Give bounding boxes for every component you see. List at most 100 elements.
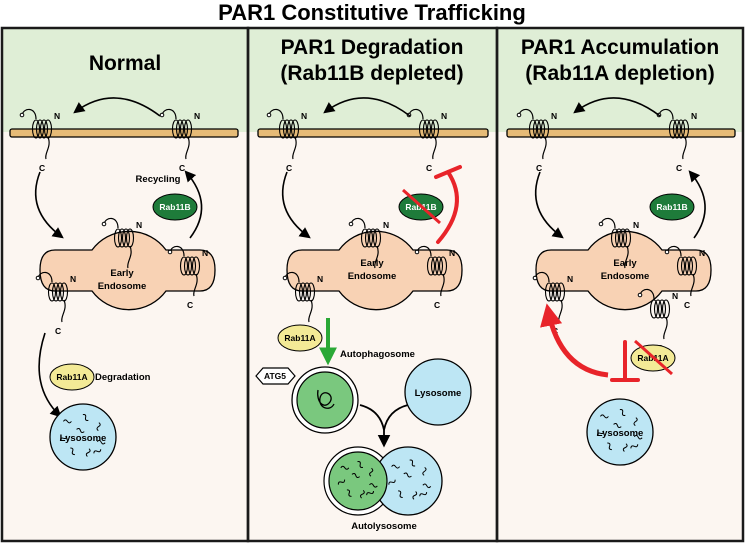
degraded-receptor-fragment [337, 479, 346, 485]
degraded-receptor-fragment [633, 417, 638, 426]
panel-2-autophagosome-cargo [317, 389, 335, 409]
panel-2-membrane-receptor-left: NC [266, 108, 307, 173]
panel-3-border [495, 26, 745, 543]
panel-1-internalization-arrow [34, 171, 64, 239]
degraded-receptor-fragment [351, 472, 360, 479]
degraded-receptor-fragment [96, 422, 101, 431]
panel-3-endosome-receptor-right-c-terminus: C [684, 300, 690, 310]
degraded-receptor-fragment [596, 430, 605, 436]
panel-3-endosome-receptor-left: NC [532, 271, 573, 336]
panel-1-extracellular [2, 28, 248, 132]
panel-2-endosome-label-line1: Early [360, 258, 384, 269]
panel-1-lysosome: Lysosome [49, 403, 117, 471]
degraded-receptor-fragment [70, 447, 75, 456]
panel-2-autophagosome [291, 366, 359, 434]
panel-3-lysosome: Lysosome [586, 398, 654, 466]
degraded-receptor-fragment [419, 492, 428, 497]
panel-1-endosome-receptor-top-n-terminus: N [136, 220, 142, 230]
panel-1-degradation-label: Degradation [95, 372, 151, 383]
degraded-receptor-fragment [422, 483, 432, 489]
panel-3-lysosome-fragments [596, 408, 643, 452]
panel-3-return-to-surface-arrow [540, 303, 609, 378]
panel-3-rab11a-cross-out [634, 339, 673, 376]
panel-3-title-line2: (Rab11A depletion) [525, 62, 714, 85]
degraded-receptor-fragment [340, 465, 350, 470]
panel-3-membrane-receptor-left-n-terminus: N [551, 111, 557, 121]
panel-1-endosome-receptor-right-c-terminus: C [187, 300, 193, 310]
panel-2-endosome-receptor-top: N [348, 217, 389, 269]
panel-1-endosome-receptor-right: NC [167, 245, 208, 310]
degraded-receptor-fragment [630, 444, 639, 449]
panel-2-autolysosome: Autolysosome [323, 446, 443, 532]
degraded-receptor-fragment [391, 464, 401, 469]
panel-2-endosome-receptor-top-n-terminus: N [383, 220, 389, 230]
degraded-receptor-fragment [403, 472, 412, 478]
panel-1-rab11b-label: Rab11B [159, 202, 190, 212]
panel-3-trafficking-arrows [534, 97, 706, 239]
degraded-receptor-fragment [76, 427, 85, 434]
panel-1-membrane-receptor-left-c-terminus: C [39, 163, 45, 173]
panel-1-endosome-receptor-left-n-terminus: N [70, 274, 76, 284]
panel-2-autophagosome-label: Autophagosome [340, 349, 415, 360]
panel-3-membrane-receptor-right-n-terminus: N [691, 111, 697, 121]
panel-1-lysosome-fragments [59, 413, 106, 457]
panel-1-endosome-label-line1: Early [110, 268, 134, 279]
panel-2-autolysosome-fragments-right [388, 459, 432, 500]
panel-1-membrane-receptor-right-c-terminus: C [179, 163, 185, 173]
panel-3-recycling-return-arrow [573, 97, 661, 117]
degraded-receptor-fragment [622, 443, 628, 452]
panel-1-endosome-receptor-left-c-terminus: C [55, 326, 61, 336]
panel-2-membrane-receptor-right-c-terminus: C [426, 163, 432, 173]
degraded-receptor-fragment [346, 489, 352, 497]
panel-2-title-line1: PAR1 Degradation [281, 36, 464, 59]
degraded-receptor-fragment [619, 408, 626, 417]
degraded-receptor-fragment [607, 442, 612, 451]
degraded-receptor-fragment [633, 434, 643, 440]
panel-2-membrane-receptor-left-c-terminus: C [286, 163, 292, 173]
degraded-receptor-fragment [409, 459, 416, 467]
degraded-receptor-fragment [62, 419, 72, 424]
panel-3-title-line1: PAR1 Accumulation [521, 36, 719, 59]
panel-2-atg5-badge: ATG5 [255, 367, 296, 385]
panel-2-endosome-receptor-right-n-terminus: N [449, 248, 455, 258]
degraded-receptor-fragment [96, 439, 106, 445]
panel-1-cytoplasm [2, 132, 248, 541]
figure-title: PAR1 Constitutive Trafficking [218, 0, 526, 25]
panel-1-membrane-receptor-left: NC [19, 108, 60, 173]
panel-2-extracellular [248, 28, 497, 132]
panel-2-atg5-label: ATG5 [264, 371, 286, 381]
panel-3-endosome-receptor-left-n-terminus: N [567, 274, 573, 284]
panel-2-internalization-arrow [281, 171, 311, 239]
panel-2-endosome-receptor-right: NC [414, 245, 455, 310]
degraded-receptor-fragment [613, 422, 622, 429]
degraded-receptor-fragment [82, 413, 89, 422]
degraded-receptor-fragment [357, 460, 364, 469]
panel-3-cytoplasm [497, 132, 743, 541]
panel-1-rab11a-badge: Rab11A [49, 363, 95, 391]
panel-2-autolysosome-label: Autolysosome [351, 521, 416, 532]
panel-1-title: Normal [89, 52, 161, 75]
panel-3-rab11a-badge-depleted: Rab11A [630, 339, 676, 376]
panel-1-trafficking-arrows [34, 97, 203, 418]
panel-2-membrane-receptor-right-n-terminus: N [441, 111, 447, 121]
panel-3-membrane-receptor-left: NC [516, 108, 557, 173]
degraded-receptor-fragment [93, 449, 102, 454]
degraded-receptor-fragment [599, 414, 609, 419]
panel-1-endosome-receptor-top: N [101, 217, 142, 269]
degraded-receptor-fragment [422, 467, 427, 476]
panel-2-rab11b-badge-depleted: Rab11B [398, 188, 444, 225]
panel-3-membrane-receptor-left-c-terminus: C [536, 163, 542, 173]
panel-1-degradation-arrow [38, 332, 62, 418]
panel-2-autolysosome-fragments-left [337, 460, 378, 499]
panel-3-endosome-receptor-bottom-n-terminus: N [672, 291, 678, 301]
panel-2-endosome-receptor-left-n-terminus: N [317, 274, 323, 284]
degraded-receptor-fragment [398, 490, 403, 498]
panel-1-recycling-arrow [184, 170, 203, 239]
panel-3-endosome-receptor-right-n-terminus: N [699, 248, 705, 258]
panel-3-endosome-receptor-top-n-terminus: N [633, 220, 639, 230]
panel-1-rab11a-label: Rab11A [56, 372, 87, 382]
panel-3-rab11b-label: Rab11B [656, 202, 687, 212]
panel-2-rab11b-cross-out [402, 188, 441, 225]
panel-3-recycling-arrow [688, 170, 706, 239]
